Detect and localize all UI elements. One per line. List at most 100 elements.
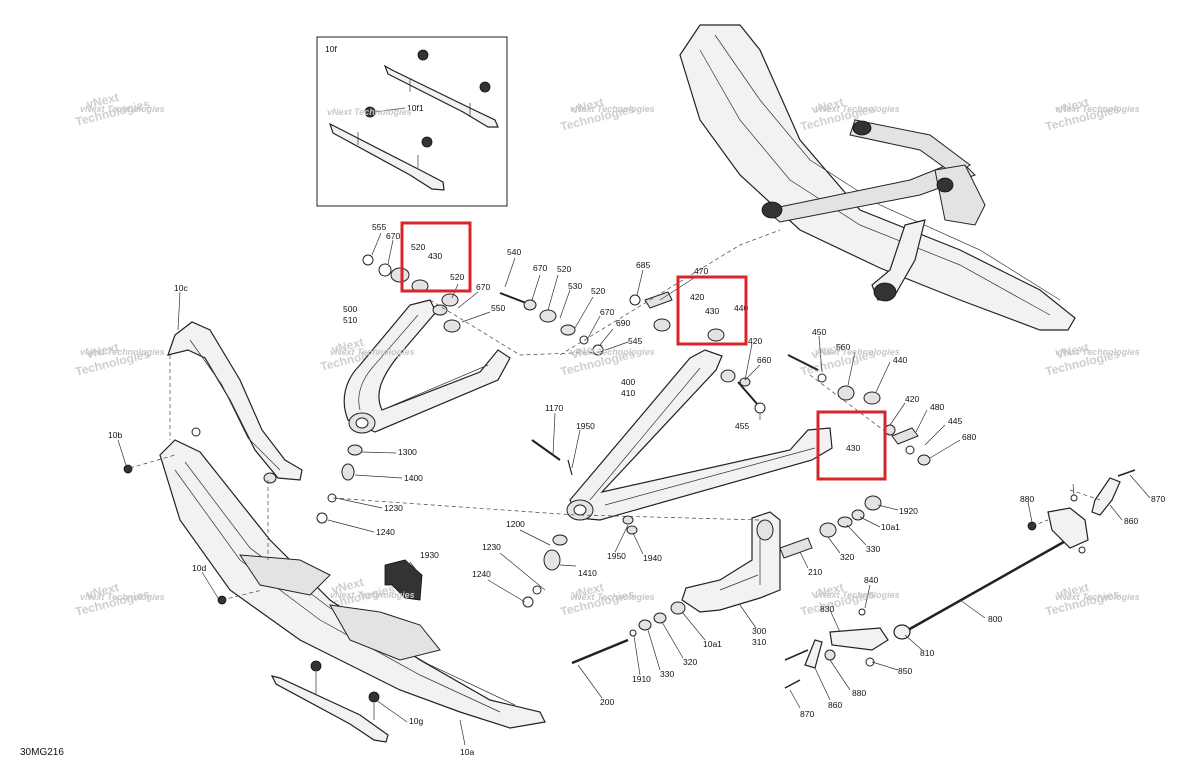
label-430: 430 <box>846 443 860 453</box>
label-1230: 1230 <box>482 542 501 552</box>
label-430: 430 <box>428 251 442 261</box>
label-1300: 1300 <box>398 447 417 457</box>
assembly-lines <box>129 229 1101 601</box>
inset-10f: 10f 10f1 vNext Technologies <box>316 36 508 207</box>
label-690: 690 <box>616 318 630 328</box>
watermark-inline: vNext Technologies <box>815 590 900 600</box>
watermark-inline: vNext Technologies <box>327 107 412 117</box>
runner-body <box>270 675 389 743</box>
label-660: 660 <box>757 355 771 365</box>
label-880: 880 <box>1020 494 1034 504</box>
label-330: 330 <box>660 669 674 679</box>
callout-labels: 555 670 520 430 520 540 670 520 530 520 … <box>108 222 1165 757</box>
label-520: 520 <box>591 286 605 296</box>
label-445: 445 <box>948 416 962 426</box>
label-10a1: 10a1 <box>881 522 900 532</box>
label-860: 860 <box>828 700 842 710</box>
label-10g: 10g <box>409 716 423 726</box>
watermark-inline: vNext Technologies <box>80 592 165 602</box>
lower-a-arm <box>566 349 833 521</box>
nut <box>479 81 491 93</box>
label-1410: 1410 <box>578 568 597 578</box>
watermark-inline: vNext Technologies <box>1055 347 1140 357</box>
label-830: 830 <box>820 604 834 614</box>
label-1240: 1240 <box>376 527 395 537</box>
label-510: 510 <box>343 315 357 325</box>
label-300: 300 <box>752 626 766 636</box>
label-870: 870 <box>800 709 814 719</box>
skag-runner <box>328 122 445 191</box>
inset-title: 10f <box>325 44 337 54</box>
label-530: 530 <box>568 281 582 291</box>
diagram-code: 30MG216 <box>20 747 64 758</box>
ski-handle <box>167 321 303 484</box>
steering-arm-lower <box>804 639 823 669</box>
watermark-inline: vNext Technologies <box>570 592 655 602</box>
label-410: 410 <box>621 388 635 398</box>
watermark-inline: vNext Technologies <box>330 347 415 357</box>
label-1950: 1950 <box>607 551 626 561</box>
watermark-inline: vNext Technologies <box>815 104 900 114</box>
watermark-inline: vNext Technologies <box>1055 592 1140 602</box>
label-550: 550 <box>491 303 505 313</box>
inset-frame <box>316 36 508 207</box>
label-1170: 1170 <box>545 403 564 413</box>
ski-left <box>159 439 546 729</box>
label-540: 540 <box>507 247 521 257</box>
label-870: 870 <box>1151 494 1165 504</box>
label-210: 210 <box>808 567 822 577</box>
upper-a-arm <box>343 299 511 434</box>
highlight-box-420-430-440 <box>676 275 748 346</box>
label-670: 670 <box>600 307 614 317</box>
label-1940: 1940 <box>643 553 662 563</box>
label-10a: 10a <box>460 747 474 757</box>
highlight-box-430 <box>816 410 887 481</box>
label-800: 800 <box>988 614 1002 624</box>
label-840: 840 <box>864 575 878 585</box>
label-810: 810 <box>920 648 934 658</box>
label-680: 680 <box>962 432 976 442</box>
label-520: 520 <box>450 272 464 282</box>
label-1240: 1240 <box>472 569 491 579</box>
label-430: 430 <box>705 306 719 316</box>
label-1950: 1950 <box>576 421 595 431</box>
label-320: 320 <box>683 657 697 667</box>
label-670: 670 <box>533 263 547 273</box>
ski-bumper <box>384 559 423 601</box>
leader-lines <box>117 232 1151 746</box>
label-10c: 10c <box>174 283 188 293</box>
label-1910: 1910 <box>632 674 651 684</box>
nut <box>421 136 433 148</box>
label-455: 455 <box>735 421 749 431</box>
label-1930: 1930 <box>420 550 439 560</box>
label-555: 555 <box>372 222 386 232</box>
label-850: 850 <box>898 666 912 676</box>
label-10b: 10b <box>108 430 122 440</box>
highlight-box-520-430 <box>400 221 472 293</box>
label-1400: 1400 <box>404 473 423 483</box>
steering-bracket <box>829 627 889 651</box>
watermark-inline: vNext Technologies <box>330 590 415 600</box>
label-440: 440 <box>893 355 907 365</box>
watermark-inline: vNext Technologies <box>815 347 900 357</box>
a-arm-body <box>569 349 833 521</box>
ski-runner <box>270 660 389 743</box>
label-545: 545 <box>628 336 642 346</box>
label-860: 860 <box>1124 516 1138 526</box>
label-520: 520 <box>557 264 571 274</box>
label-320: 320 <box>840 552 854 562</box>
watermark-inline: vNext Technologies <box>570 347 655 357</box>
label-330: 330 <box>866 544 880 554</box>
spindle-body <box>681 511 781 613</box>
label-420: 420 <box>905 394 919 404</box>
handle-body <box>167 321 303 481</box>
label-420: 420 <box>748 336 762 346</box>
callout-10f1: 10f1 <box>407 103 424 113</box>
watermark-inline: vNext Technologies <box>1055 104 1140 114</box>
label-500: 500 <box>343 304 357 314</box>
label-1230: 1230 <box>384 503 403 513</box>
watermark-inline: vNext Technologies <box>80 104 165 114</box>
tie-rod-shaft <box>907 528 1086 632</box>
label-480: 480 <box>930 402 944 412</box>
label-440: 440 <box>734 303 748 313</box>
